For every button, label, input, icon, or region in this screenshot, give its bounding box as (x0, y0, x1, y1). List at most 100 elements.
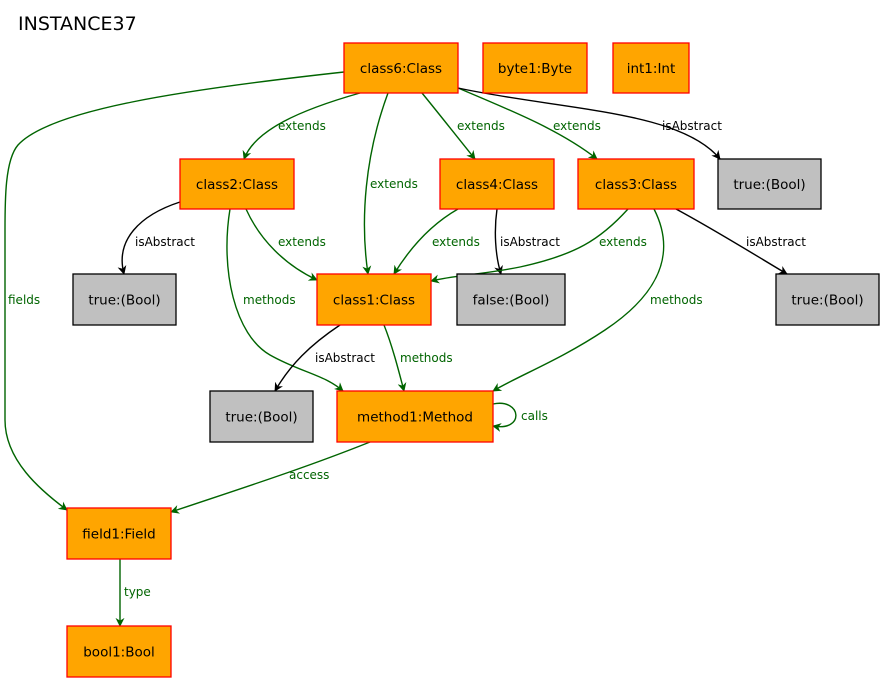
node-field1: field1:Field (66, 507, 172, 560)
edge-class1-true-isabstract: isAbstract (274, 324, 375, 392)
edge-label-class1-true-isabstract: isAbstract (315, 351, 375, 365)
edge-line-class6-class1-extends (362, 92, 389, 275)
edge-label-class3-class1-extends: extends (599, 235, 647, 249)
edge-line-class3-class1-extends (430, 208, 629, 284)
edge-label-class6-true-isabstract: isAbstract (662, 119, 722, 133)
node-method1: method1:Method (336, 390, 494, 443)
node-true_top_right: true:(Bool) (717, 158, 822, 210)
diagram-title: INSTANCE37 (18, 13, 137, 35)
node-box-true_right (775, 273, 880, 326)
edge-line-class3-true-isabstract (675, 208, 788, 275)
node-label-class6: class6:Class (360, 61, 442, 77)
node-box-true_left (72, 273, 177, 326)
edge-class6-class1-extends: extends (362, 92, 418, 275)
edge-line-class3-method1-methods (492, 208, 665, 392)
edge-line-class2-class1-extends (245, 208, 318, 281)
edge-class6-class2-extends: extends (242, 92, 361, 160)
node-false_mid: false:(Bool) (456, 273, 566, 326)
edge-class3-method1-methods: methods (492, 208, 703, 392)
edge-label-field1-bool1-type: type (124, 585, 151, 599)
edge-class2-true-isabstract: isAbstract (117, 201, 195, 275)
node-box-class6 (343, 42, 459, 94)
edge-label-class3-true-isabstract: isAbstract (746, 235, 806, 249)
edge-line-class2-method1-methods (226, 208, 344, 392)
edge-label-class6-class4-extends: extends (457, 119, 505, 133)
edge-label-method1-method1-calls: calls (521, 409, 548, 423)
edge-label-class1-method1-methods: methods (400, 351, 453, 365)
node-class2: class2:Class (179, 158, 295, 210)
node-label-method1: method1:Method (357, 410, 473, 426)
node-byte1: byte1:Byte (482, 42, 588, 94)
node-box-class1 (316, 273, 432, 326)
node-class6: class6:Class (343, 42, 459, 94)
nodes-layer: class6:Class byte1:Byte int1:Int class2:Cla… (66, 42, 880, 678)
edge-line-method1-method1-calls (492, 402, 517, 432)
edge-label-class4-class1-extends: extends (432, 235, 480, 249)
node-class1: class1:Class (316, 273, 432, 326)
edge-class4-class1-extends: extends (393, 208, 480, 275)
node-box-byte1 (482, 42, 588, 94)
edge-label-class6-field1-fields: fields (8, 293, 40, 307)
edge-class3-true-isabstract: isAbstract (675, 208, 806, 275)
edge-method1-method1-calls: calls (492, 402, 548, 432)
node-label-true_right: true:(Bool) (791, 293, 863, 309)
edge-label-class3-method1-methods: methods (650, 293, 703, 307)
edge-class2-class1-extends: extends (245, 208, 326, 281)
node-box-class2 (179, 158, 295, 210)
node-label-byte1: byte1:Byte (498, 61, 572, 77)
edge-line-class4-false-isabstract (494, 208, 503, 275)
edge-label-class2-class1-extends: extends (278, 235, 326, 249)
edge-class6-class4-extends: extends (421, 92, 505, 160)
edge-label-class4-false-isabstract: isAbstract (500, 235, 560, 249)
node-box-int1 (612, 42, 690, 94)
edge-class4-false-isabstract: isAbstract (494, 208, 560, 275)
edges-layer: extends extends extends extends isAbstract fi… (4, 71, 806, 627)
edge-method1-field1-access: access (170, 441, 371, 514)
node-bool1: bool1:Bool (66, 625, 172, 678)
node-int1: int1:Int (612, 42, 690, 94)
node-class4: class4:Class (439, 158, 555, 210)
edge-line-method1-field1-access (170, 441, 371, 514)
node-label-false_mid: false:(Bool) (473, 293, 550, 309)
edge-line-class6-class3-extends (457, 87, 598, 160)
node-label-class3: class3:Class (595, 177, 677, 193)
edge-line-class2-true-isabstract (117, 201, 181, 275)
edge-label-class6-class2-extends: extends (278, 119, 326, 133)
edge-class6-class3-extends: extends (457, 87, 601, 160)
edge-label-class6-class1-extends: extends (370, 177, 418, 191)
node-true_bottom: true:(Bool) (209, 390, 314, 443)
node-label-field1: field1:Field (82, 527, 155, 543)
edge-field1-bool1-type: type (115, 559, 151, 627)
edge-class6-true-isabstract: isAbstract (457, 87, 722, 160)
edge-label-class2-method1-methods: methods (243, 293, 296, 307)
edge-class3-class1-extends: extends (430, 208, 647, 284)
node-label-bool1: bool1:Bool (83, 645, 155, 661)
node-box-true_top_right (717, 158, 822, 210)
node-label-true_top_right: true:(Bool) (733, 177, 805, 193)
node-label-class4: class4:Class (456, 177, 538, 193)
edge-line-class4-class1-extends (393, 208, 459, 275)
edge-label-class6-class3-extends: extends (553, 119, 601, 133)
node-label-true_bottom: true:(Bool) (225, 410, 297, 426)
node-class3: class3:Class (577, 158, 695, 210)
edge-label-method1-field1-access: access (289, 468, 329, 482)
node-true_left: true:(Bool) (72, 273, 177, 326)
node-label-true_left: true:(Bool) (88, 293, 160, 309)
node-true_right: true:(Bool) (775, 273, 880, 326)
node-label-class2: class2:Class (196, 177, 278, 193)
node-label-int1: int1:Int (627, 61, 676, 77)
edge-line-class6-class4-extends (421, 92, 476, 160)
edge-label-class2-true-isabstract: isAbstract (135, 235, 195, 249)
edge-class2-method1-methods: methods (226, 208, 344, 392)
node-box-true_bottom (209, 390, 314, 443)
edge-class6-field1-fields: fields (4, 71, 345, 511)
edge-class1-method1-methods: methods (383, 324, 453, 392)
node-box-field1 (66, 507, 172, 560)
edge-line-class1-true-isabstract (274, 324, 341, 392)
node-box-bool1 (66, 625, 172, 678)
edge-line-class1-method1-methods (383, 324, 407, 392)
node-box-class4 (439, 158, 555, 210)
edge-line-class6-true-isabstract (457, 87, 721, 160)
